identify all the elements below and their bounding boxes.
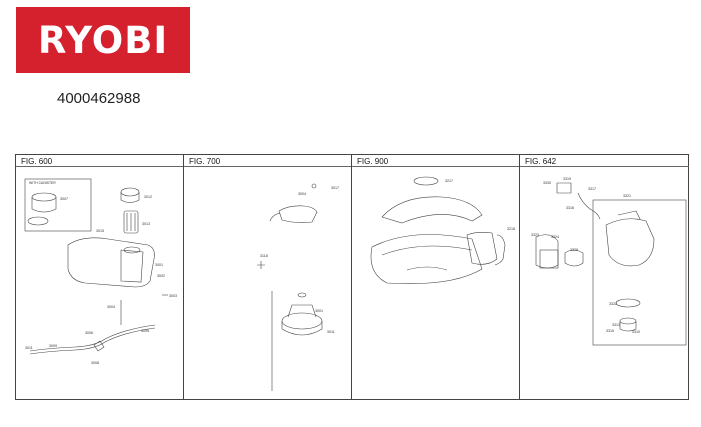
svg-text:3001: 3001 xyxy=(155,263,163,267)
figure-600: FIG. 600 xyxy=(16,155,183,399)
svg-text:3324: 3324 xyxy=(551,235,559,239)
carburetor-diagram: 3330 3319 3317 3316 3323 3324 3328 3321 … xyxy=(531,177,687,346)
svg-text:3322: 3322 xyxy=(609,302,617,306)
svg-text:3217: 3217 xyxy=(445,179,453,183)
svg-text:3003: 3003 xyxy=(169,294,177,298)
svg-text:3004: 3004 xyxy=(298,192,306,196)
svg-text:3011: 3011 xyxy=(327,330,335,334)
svg-text:3013: 3013 xyxy=(142,222,150,226)
ignition-diagram: 3017 3004 3118 3001 3011 xyxy=(257,183,339,391)
svg-text:3004: 3004 xyxy=(107,305,115,309)
svg-text:3321: 3321 xyxy=(623,194,631,198)
svg-text:3323: 3323 xyxy=(531,233,539,237)
svg-text:3006: 3006 xyxy=(85,331,93,335)
document-number: 4000462988 xyxy=(57,90,141,107)
svg-text:3313: 3313 xyxy=(612,323,620,327)
svg-text:3001: 3001 xyxy=(315,309,323,313)
ryobi-logo: RYOBI xyxy=(16,7,190,73)
figure-label: FIG. 900 xyxy=(355,157,391,166)
svg-text:3316: 3316 xyxy=(566,206,574,210)
svg-text:3008: 3008 xyxy=(91,361,99,365)
figure-700: FIG. 700 3017 3004 3118 3001 3011 xyxy=(183,155,351,399)
figure-642: FIG. 642 3330 3319 3317 3316 3323 3324 xyxy=(519,155,689,399)
svg-text:3118: 3118 xyxy=(260,254,268,258)
svg-text:3015: 3015 xyxy=(96,229,104,233)
logo-text: RYOBI xyxy=(37,18,169,62)
svg-text:3317: 3317 xyxy=(588,187,596,191)
svg-text:3319: 3319 xyxy=(563,177,571,181)
svg-text:3310: 3310 xyxy=(632,330,640,334)
svg-text:3328: 3328 xyxy=(570,248,578,252)
fuel-tank-diagram: WITH CANISTER 3007 3012 3013 3015 3001 3… xyxy=(24,178,177,365)
svg-text:3330: 3330 xyxy=(543,181,551,185)
svg-text:3009: 3009 xyxy=(49,344,57,348)
canister-caption: WITH CANISTER xyxy=(29,181,56,185)
figure-900: FIG. 900 3217 3218 xyxy=(351,155,519,399)
figure-label: FIG. 642 xyxy=(523,157,559,166)
figure-label: FIG. 600 xyxy=(19,157,55,166)
figure-grid: FIG. 600 xyxy=(15,154,689,400)
svg-text:3002: 3002 xyxy=(157,274,165,278)
svg-text:3007: 3007 xyxy=(60,197,68,201)
figure-label: FIG. 700 xyxy=(187,157,223,166)
svg-text:3005: 3005 xyxy=(141,329,149,333)
svg-text:3218: 3218 xyxy=(507,227,515,231)
engine-cover-diagram: 3217 3218 xyxy=(370,176,515,285)
svg-text:3017: 3017 xyxy=(331,186,339,190)
svg-text:3315: 3315 xyxy=(606,329,614,333)
svg-text:3011: 3011 xyxy=(25,346,33,350)
svg-text:3012: 3012 xyxy=(144,195,152,199)
